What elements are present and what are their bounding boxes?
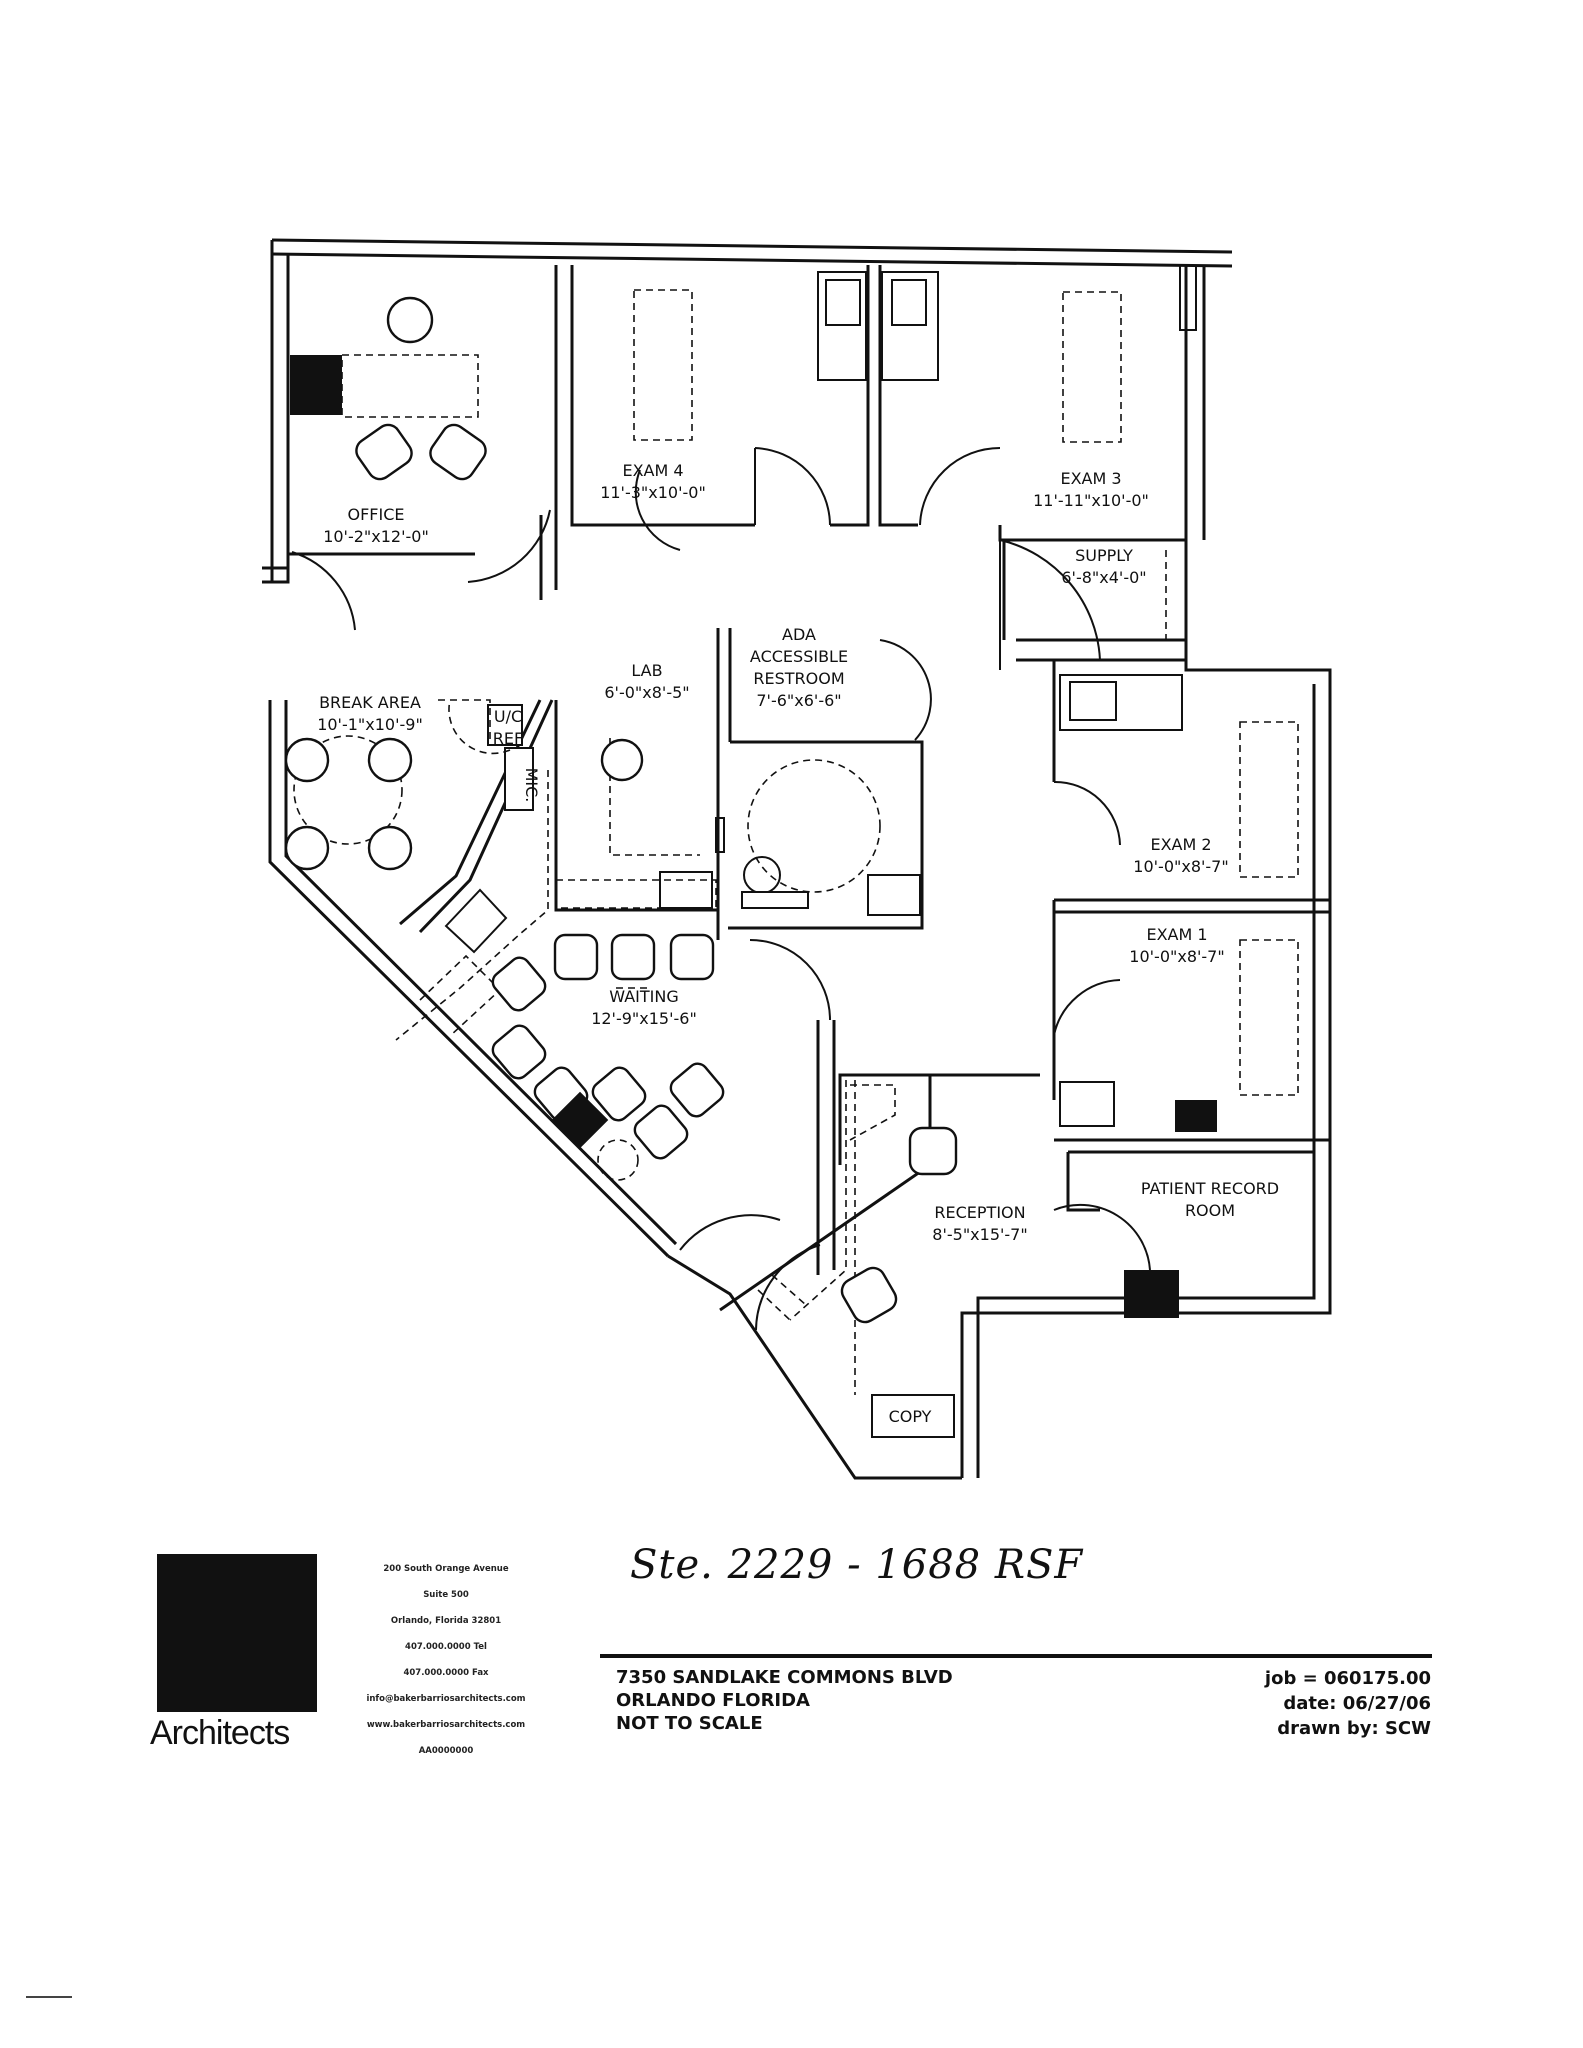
- ada-label-3: RESTROOM: [753, 669, 844, 688]
- mic-label: MIC.: [522, 768, 541, 803]
- door-swings: [291, 447, 1151, 1331]
- room-labels: OFFICE 10'-2"x12'-0" EXAM 4 11'-3"x10'-0…: [317, 461, 1279, 1426]
- exam3-size: 11'-11"x10'-0": [1033, 491, 1149, 510]
- exam2-size: 10'-0"x8'-7": [1133, 857, 1228, 876]
- patient-record-label-2: ROOM: [1185, 1201, 1235, 1220]
- break-area-label: BREAK AREA: [319, 693, 421, 712]
- ada-size: 7'-6"x6'-6": [756, 691, 841, 710]
- address-line: info@bakerbarriosarchitects.com: [366, 1694, 526, 1704]
- project-info: 7350 SANDLAKE COMMONS BLVD ORLANDO FLORI…: [616, 1666, 953, 1735]
- address-line: 200 South Orange Avenue: [383, 1564, 509, 1574]
- supply-label: SUPPLY: [1075, 546, 1133, 565]
- ada-label-2: ACCESSIBLE: [750, 647, 848, 666]
- reception-chairs: [840, 1126, 958, 1324]
- address-line: 407.000.0000 Fax: [403, 1668, 489, 1678]
- supply-size: 6'-8"x4'-0": [1061, 568, 1146, 587]
- uc-ref-label-2: REF: [493, 729, 523, 748]
- project-address: 7350 SANDLAKE COMMONS BLVD: [616, 1667, 953, 1688]
- address-line: 407.000.0000 Tel: [405, 1642, 487, 1652]
- patient-record-label-1: PATIENT RECORD: [1141, 1179, 1279, 1198]
- waiting-label: WAITING: [609, 987, 678, 1006]
- lab-label: LAB: [631, 661, 662, 680]
- address-line: AA0000000: [418, 1746, 474, 1756]
- firm-name: Architects: [150, 1714, 290, 1752]
- lab-size: 6'-0"x8'-5": [604, 683, 689, 702]
- drawn-by: drawn by: SCW: [1277, 1718, 1431, 1739]
- office-furniture: [355, 296, 487, 481]
- interior-walls: [288, 265, 1330, 1312]
- exam3-label: EXAM 3: [1060, 469, 1121, 488]
- firm-logo: [157, 1554, 317, 1712]
- job-number: job = 060175.00: [1264, 1668, 1431, 1689]
- exam1-label: EXAM 1: [1146, 925, 1207, 944]
- scan-mark: [26, 1996, 72, 1998]
- office-label: OFFICE: [348, 505, 405, 524]
- exam4-size: 11'-3"x10'-0": [600, 483, 706, 502]
- restroom-fixtures: [715, 759, 881, 909]
- exam1-size: 10'-0"x8'-7": [1129, 947, 1224, 966]
- copy-label: COPY: [889, 1407, 932, 1426]
- uc-ref-label-1: U/C: [494, 707, 522, 726]
- project-scale: NOT TO SCALE: [616, 1713, 763, 1734]
- file-cabinet-icon: [290, 355, 342, 415]
- ada-label-1: ADA: [782, 625, 816, 644]
- waiting-size: 12'-9"x15'-6": [591, 1009, 697, 1028]
- office-size: 10'-2"x12'-0": [323, 527, 429, 546]
- address-line: Suite 500: [423, 1590, 469, 1600]
- exam4-label: EXAM 4: [622, 461, 683, 480]
- project-city: ORLANDO FLORIDA: [616, 1690, 810, 1711]
- suite-note: Ste. 2229 - 1688 RSF: [630, 1542, 1084, 1588]
- casework: [290, 271, 1299, 1318]
- job-date: date: 06/27/06: [1283, 1693, 1431, 1714]
- reception-label: RECEPTION: [934, 1203, 1025, 1222]
- firm-address: 200 South Orange Avenue Suite 500 Orland…: [346, 1556, 546, 1764]
- job-info: job = 060175.00 date: 06/27/06 drawn by:…: [1265, 1666, 1431, 1741]
- exam2-label: EXAM 2: [1150, 835, 1211, 854]
- exterior-walls: [262, 238, 1332, 1480]
- address-line: Orlando, Florida 32801: [390, 1616, 502, 1626]
- title-rule: [600, 1654, 1432, 1658]
- break-area-size: 10'-1"x10'-9": [317, 715, 423, 734]
- waiting-chairs: [491, 933, 725, 1160]
- break-table: [284, 735, 413, 871]
- reception-size: 8'-5"x15'-7": [932, 1225, 1027, 1244]
- address-line: www.bakerbarriosarchitects.com: [366, 1720, 526, 1730]
